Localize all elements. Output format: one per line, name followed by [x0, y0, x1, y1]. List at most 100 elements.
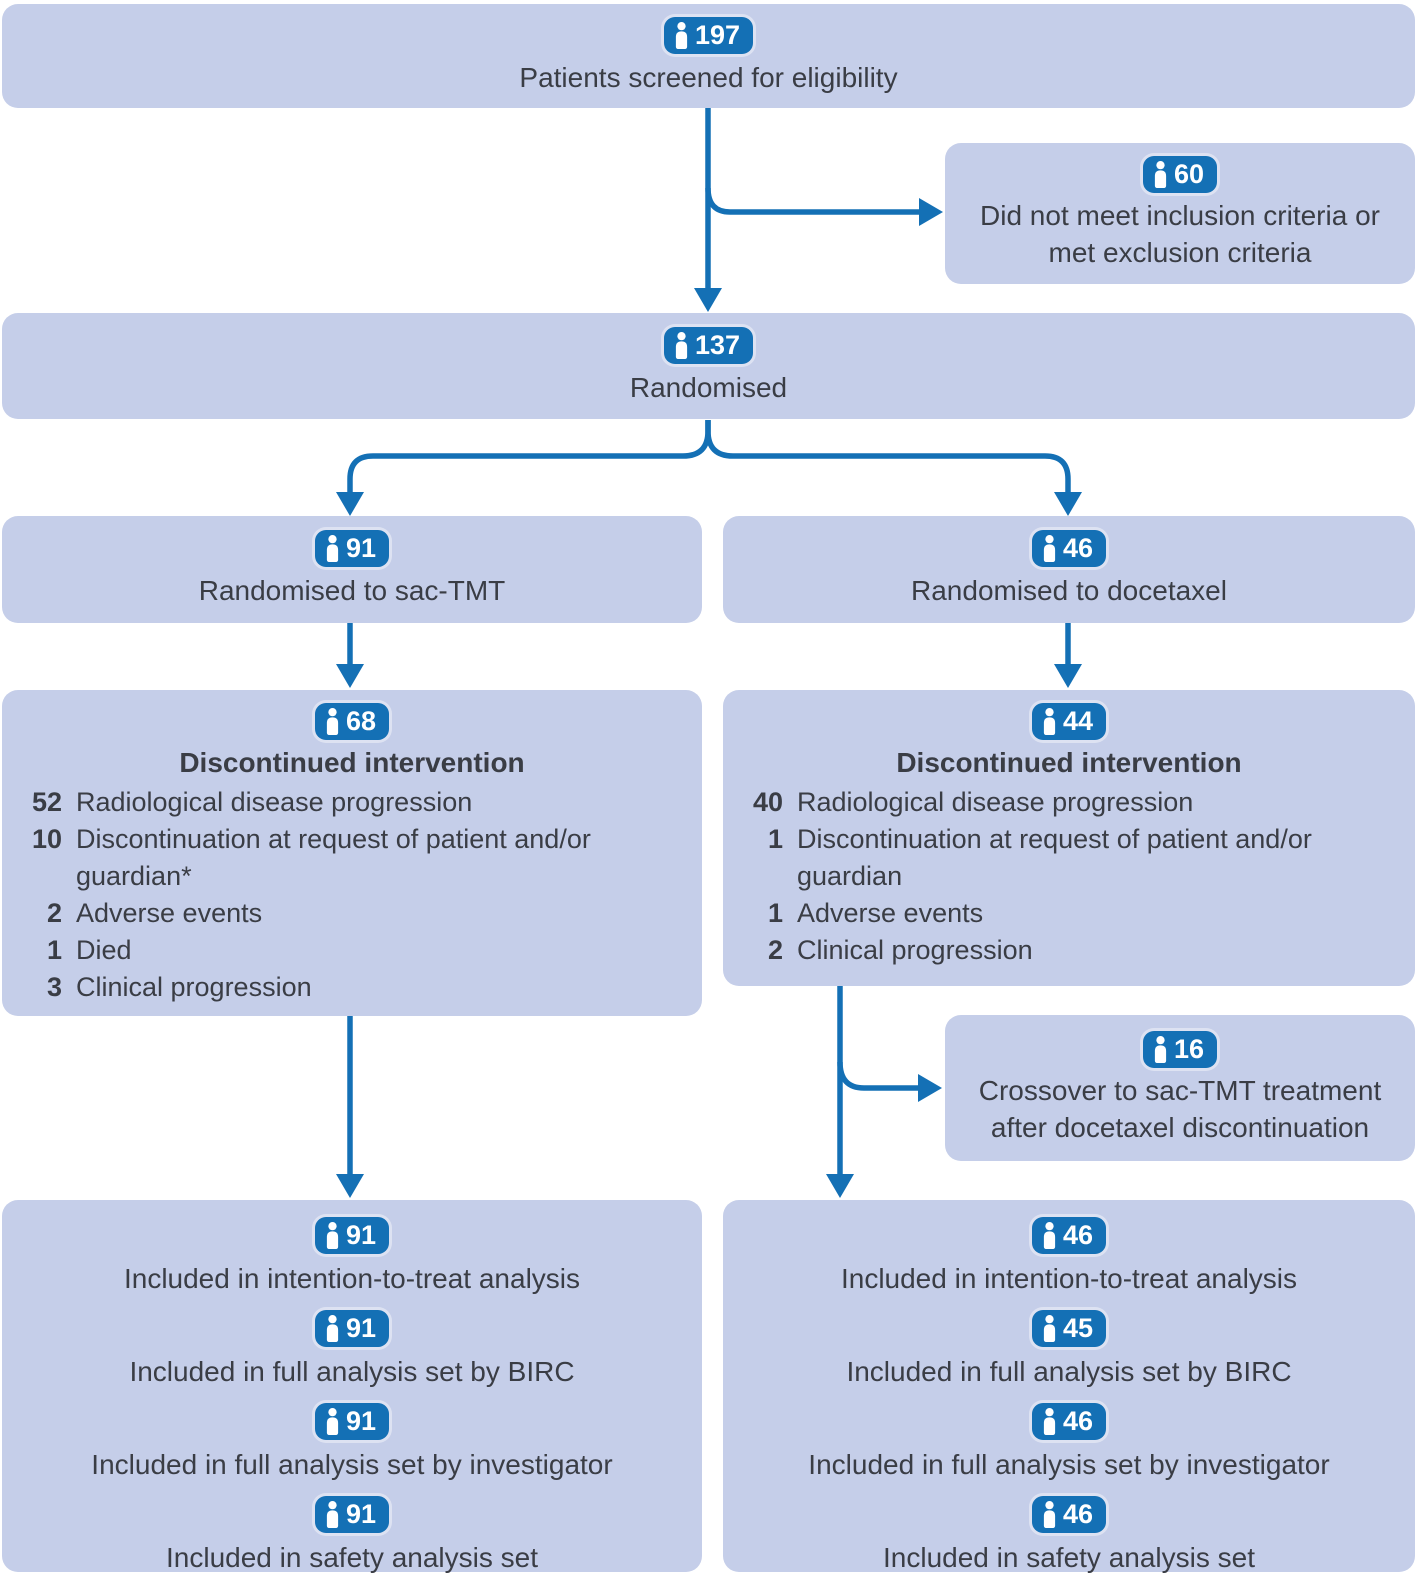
disc-doc-count-badge: 44 — [1031, 703, 1107, 740]
analysis-sac-box: 91 Included in intention-to-treat analys… — [2, 1200, 702, 1573]
analysis-count: 91 — [345, 1220, 377, 1250]
analysis-count-badge: 91 — [314, 1217, 390, 1254]
screened-label: Patients screened for eligibility — [519, 61, 898, 93]
arm-doc-count-badge: 46 — [1031, 530, 1107, 567]
arm-doc-count: 46 — [1062, 533, 1094, 563]
analysis-label: Included in safety analysis set — [166, 1542, 538, 1573]
reason-text: Clinical progression — [797, 935, 1033, 965]
reason-text: Radiological disease progression — [797, 787, 1194, 817]
screened-box: 197 Patients screened for eligibility — [2, 4, 1415, 108]
excluded-count-badge: 60 — [1142, 156, 1218, 193]
reason-count: 1 — [46, 935, 62, 965]
person-icon — [1043, 1408, 1056, 1435]
analysis-label: Included in intention-to-treat analysis — [123, 1263, 581, 1294]
crossover-label: Crossover to sac-TMT treatment after doc… — [978, 1074, 1382, 1143]
disc-doc-count: 44 — [1062, 706, 1094, 736]
person-icon — [675, 21, 688, 49]
randomised-count-badge: 137 — [663, 326, 754, 364]
reason-count: 2 — [767, 935, 783, 965]
reason-text: Adverse events — [76, 898, 263, 928]
analysis-count: 46 — [1062, 1499, 1094, 1529]
crossover-box: 16 Crossover to sac-TMT treatment after … — [945, 1015, 1415, 1161]
discontinued-sac-box: 68 Discontinued intervention 52 Radiolog… — [2, 690, 702, 1016]
analysis-row: 91 Included in safety analysis set — [166, 1496, 538, 1576]
screened-count-badge: 197 — [663, 16, 754, 54]
analysis-count-badge: 46 — [1031, 1496, 1107, 1533]
arm-doc-label: Randomised to docetaxel — [911, 575, 1227, 606]
analysis-row: 91 Included in intention-to-treat analys… — [124, 1217, 580, 1297]
reason-text: Clinical progression — [76, 972, 312, 1002]
analysis-label: Included in safety analysis set — [883, 1542, 1255, 1573]
reason-text: Discontinuation at request of patient an… — [76, 824, 591, 891]
analysis-label: Included in intention-to-treat analysis — [840, 1263, 1298, 1294]
arm-docetaxel-box: 46 Randomised to docetaxel — [723, 516, 1415, 623]
disc-sac-reason-list: 52 Radiological disease progression 10 D… — [2, 784, 702, 1006]
person-icon — [1043, 708, 1056, 735]
disc-sac-count: 68 — [345, 706, 377, 736]
person-icon — [1043, 535, 1056, 562]
arm-sac-count: 91 — [345, 533, 377, 563]
analysis-label: Included in full analysis set by investi… — [91, 1449, 613, 1480]
analysis-label: Included in full analysis set by investi… — [808, 1449, 1330, 1480]
analysis-count-badge: 45 — [1031, 1310, 1107, 1347]
analysis-count: 46 — [1062, 1406, 1094, 1436]
analysis-row: 46 Included in safety analysis set — [883, 1496, 1255, 1576]
person-icon — [1043, 1501, 1056, 1528]
arm-sac-tmt-box: 91 Randomised to sac-TMT — [2, 516, 702, 623]
analysis-label: Included in full analysis set by BIRC — [846, 1356, 1292, 1387]
reason-count: 2 — [46, 898, 62, 928]
reason-count: 1 — [767, 898, 783, 928]
randomised-count: 137 — [694, 329, 741, 360]
arm-sac-label: Randomised to sac-TMT — [198, 575, 506, 606]
analysis-doc-box: 46 Included in intention-to-treat analys… — [723, 1200, 1415, 1573]
analysis-count-badge: 46 — [1031, 1403, 1107, 1440]
analysis-count-badge: 46 — [1031, 1217, 1107, 1254]
person-icon — [1154, 161, 1167, 188]
analysis-count-badge: 91 — [314, 1403, 390, 1440]
disc-sac-title: Discontinued intervention — [179, 747, 525, 778]
analysis-count: 91 — [345, 1406, 377, 1436]
person-icon — [1043, 1315, 1056, 1342]
person-icon — [326, 1222, 339, 1249]
reason-text: Discontinuation at request of patient an… — [797, 824, 1312, 891]
disc-sac-count-badge: 68 — [314, 703, 390, 740]
reason-text: Adverse events — [797, 898, 984, 928]
excluded-box: 60 Did not meet inclusion criteria or me… — [945, 143, 1415, 284]
reason-count: 3 — [46, 972, 62, 1002]
person-icon — [326, 1315, 339, 1342]
reason-text: Died — [76, 935, 132, 965]
analysis-count-badge: 91 — [314, 1496, 390, 1533]
reason-count: 40 — [752, 787, 783, 817]
analysis-row: 91 Included in full analysis set by inve… — [91, 1403, 613, 1483]
crossover-count-badge: 16 — [1142, 1030, 1218, 1068]
excluded-label: Did not meet inclusion criteria or met e… — [980, 200, 1380, 268]
disc-doc-reason-list: 40 Radiological disease progression 1 Di… — [723, 784, 1415, 969]
person-icon — [326, 1408, 339, 1435]
person-icon — [675, 331, 688, 359]
crossover-count: 16 — [1173, 1033, 1205, 1064]
randomised-label: Randomised — [629, 371, 788, 403]
person-icon — [1043, 1222, 1056, 1249]
analysis-row: 46 Included in intention-to-treat analys… — [841, 1217, 1297, 1297]
disc-doc-title: Discontinued intervention — [896, 747, 1242, 778]
analysis-row: 45 Included in full analysis set by BIRC — [846, 1310, 1292, 1390]
analysis-count: 91 — [345, 1313, 377, 1343]
analysis-count: 45 — [1062, 1313, 1094, 1343]
screened-count: 197 — [694, 19, 741, 50]
analysis-count: 91 — [345, 1499, 377, 1529]
reason-count: 10 — [31, 824, 62, 854]
discontinued-doc-box: 44 Discontinued intervention 40 Radiolog… — [723, 690, 1415, 986]
analysis-row: 46 Included in full analysis set by inve… — [808, 1403, 1330, 1483]
person-icon — [326, 1501, 339, 1528]
randomised-box: 137 Randomised — [2, 313, 1415, 419]
analysis-count: 46 — [1062, 1220, 1094, 1250]
analysis-count-badge: 91 — [314, 1310, 390, 1347]
person-icon — [326, 535, 339, 562]
reason-count: 1 — [767, 824, 783, 854]
person-icon — [1154, 1035, 1167, 1063]
person-icon — [326, 708, 339, 735]
analysis-row: 91 Included in full analysis set by BIRC — [129, 1310, 575, 1390]
excluded-count: 60 — [1173, 159, 1205, 189]
reason-count: 52 — [31, 787, 62, 817]
analysis-label: Included in full analysis set by BIRC — [129, 1356, 575, 1387]
